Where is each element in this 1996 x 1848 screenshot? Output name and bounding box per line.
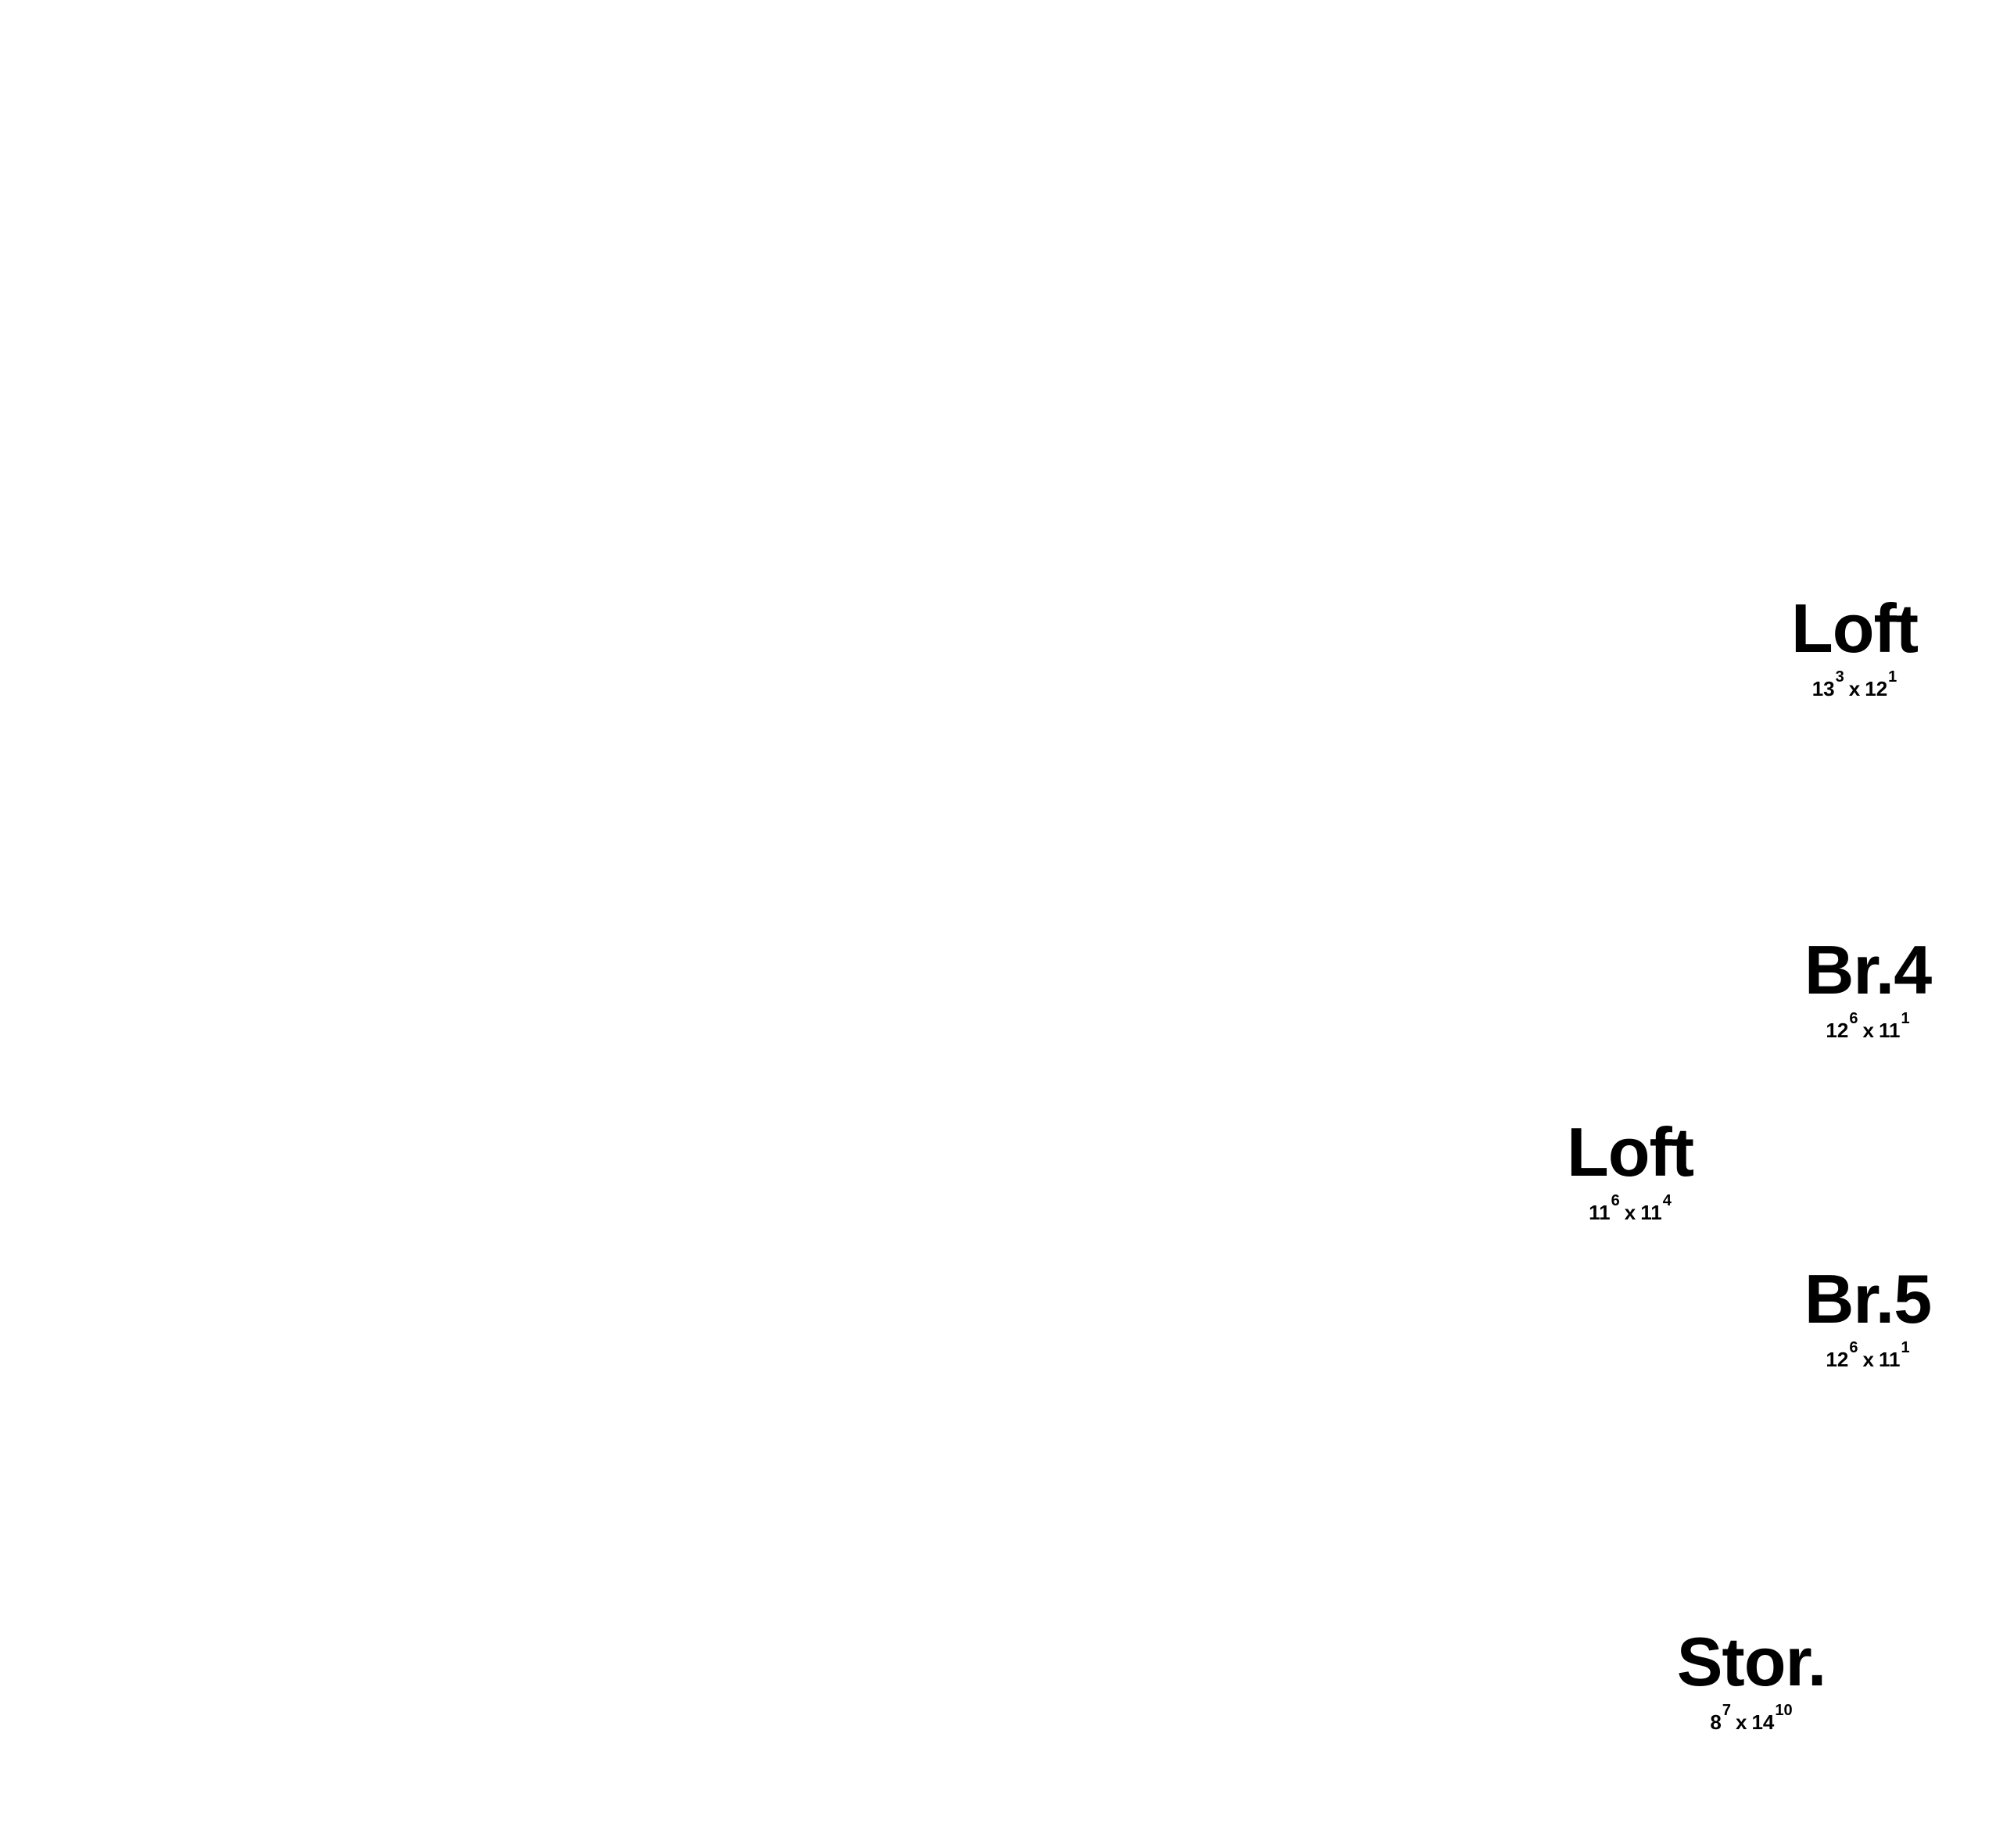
dim-length-inches: 1 (1901, 1010, 1910, 1027)
dim-width-inches: 3 (1835, 668, 1844, 686)
room-name: Loft (1790, 589, 1919, 667)
dim-width-inches: 6 (1611, 1192, 1620, 1209)
dim-width-inches: 6 (1849, 1339, 1858, 1356)
dim-width-inches: 7 (1722, 1702, 1731, 1719)
dim-length-feet: 12 (1865, 677, 1888, 700)
dim-width-feet: 11 (1589, 1201, 1611, 1224)
dim-length-feet: 11 (1640, 1201, 1662, 1224)
dim-length-feet: 11 (1878, 1019, 1901, 1042)
dim-width-feet: 12 (1826, 1348, 1849, 1371)
room-name: Loft (1566, 1113, 1694, 1191)
dim-width-feet: 13 (1811, 677, 1835, 700)
dim-separator: x (1735, 1710, 1747, 1734)
dim-width-inches: 6 (1849, 1010, 1858, 1027)
dim-length-feet: 14 (1751, 1710, 1775, 1734)
dim-length-inches: 1 (1901, 1339, 1910, 1356)
dim-separator: x (1862, 1019, 1874, 1042)
dim-length-inches: 1 (1888, 668, 1897, 686)
dim-length-inches: 10 (1775, 1702, 1793, 1719)
dim-width-feet: 8 (1710, 1710, 1722, 1734)
dim-width-feet: 12 (1826, 1019, 1849, 1042)
dim-separator: x (1862, 1348, 1874, 1371)
dim-length-inches: 4 (1662, 1192, 1672, 1209)
dim-separator: x (1624, 1201, 1636, 1224)
room-name: Stor. (1676, 1623, 1827, 1700)
dim-length-feet: 11 (1878, 1348, 1901, 1371)
room-name: Br.4 (1804, 931, 1932, 1008)
room-name: Br.5 (1804, 1260, 1932, 1338)
dim-separator: x (1848, 677, 1861, 700)
